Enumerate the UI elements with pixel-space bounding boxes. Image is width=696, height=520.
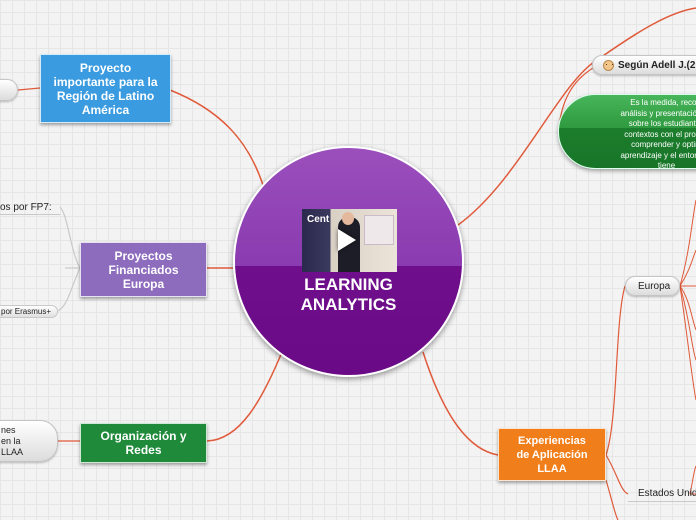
central-topic[interactable]: Cent LEARNING ANALYTICS [233,146,464,377]
branch-experiences[interactable]: Experiencias de Aplicación LLAA [498,428,606,481]
branch-experiences-label: Experiencias de Aplicación LLAA [516,434,588,475]
branch-europe-funded[interactable]: Proyectos Financiados Europa [80,242,207,297]
video-thumbnail[interactable]: Cent [302,209,397,272]
link-latam [169,89,264,186]
face-emoji-icon [603,59,614,71]
presenter-head [342,212,354,225]
subnode-usa[interactable]: Estados Unid [638,488,696,499]
subnode-networks-partial-label: nes en la LLAA [1,424,24,457]
central-topic-title: LEARNING ANALYTICS [300,275,397,314]
underline-usa [628,501,696,502]
play-icon[interactable] [338,229,356,251]
whiteboard [364,215,394,245]
definition-node[interactable]: Es la medida, recole análisis y presenta… [558,94,696,169]
branch-latam[interactable]: Proyecto importante para la Región de La… [40,54,171,123]
branch-europe-funded-label: Proyectos Financiados Europa [108,248,179,291]
link-networks [206,351,283,442]
subnode-erasmus-label: por Erasmus+ [1,307,52,316]
subnode-networks-partial[interactable]: nes en la LLAA [0,420,58,462]
definition-text: Es la medida, recole análisis y presenta… [620,98,696,169]
underline-fp7 [0,214,60,215]
subnode-adell[interactable]: Según Adell J.(2 [592,55,696,75]
branch-networks[interactable]: Organización y Redes [80,423,207,463]
subnode-europa[interactable]: Europa [625,276,680,296]
subnode-latam-left[interactable] [0,79,18,101]
branch-latam-label: Proyecto importante para la Región de La… [53,60,158,117]
subnode-europa-label: Europa [638,280,671,292]
subnode-fp7[interactable]: os por FP7: [0,202,52,213]
subnode-erasmus[interactable]: por Erasmus+ [0,305,58,318]
thumbnail-caption: Cent [307,214,330,225]
link-experiences [422,351,499,456]
subnode-adell-label: Según Adell J.(2 [618,59,696,71]
link-adell [457,7,696,226]
branch-networks-label: Organización y Redes [100,429,187,457]
